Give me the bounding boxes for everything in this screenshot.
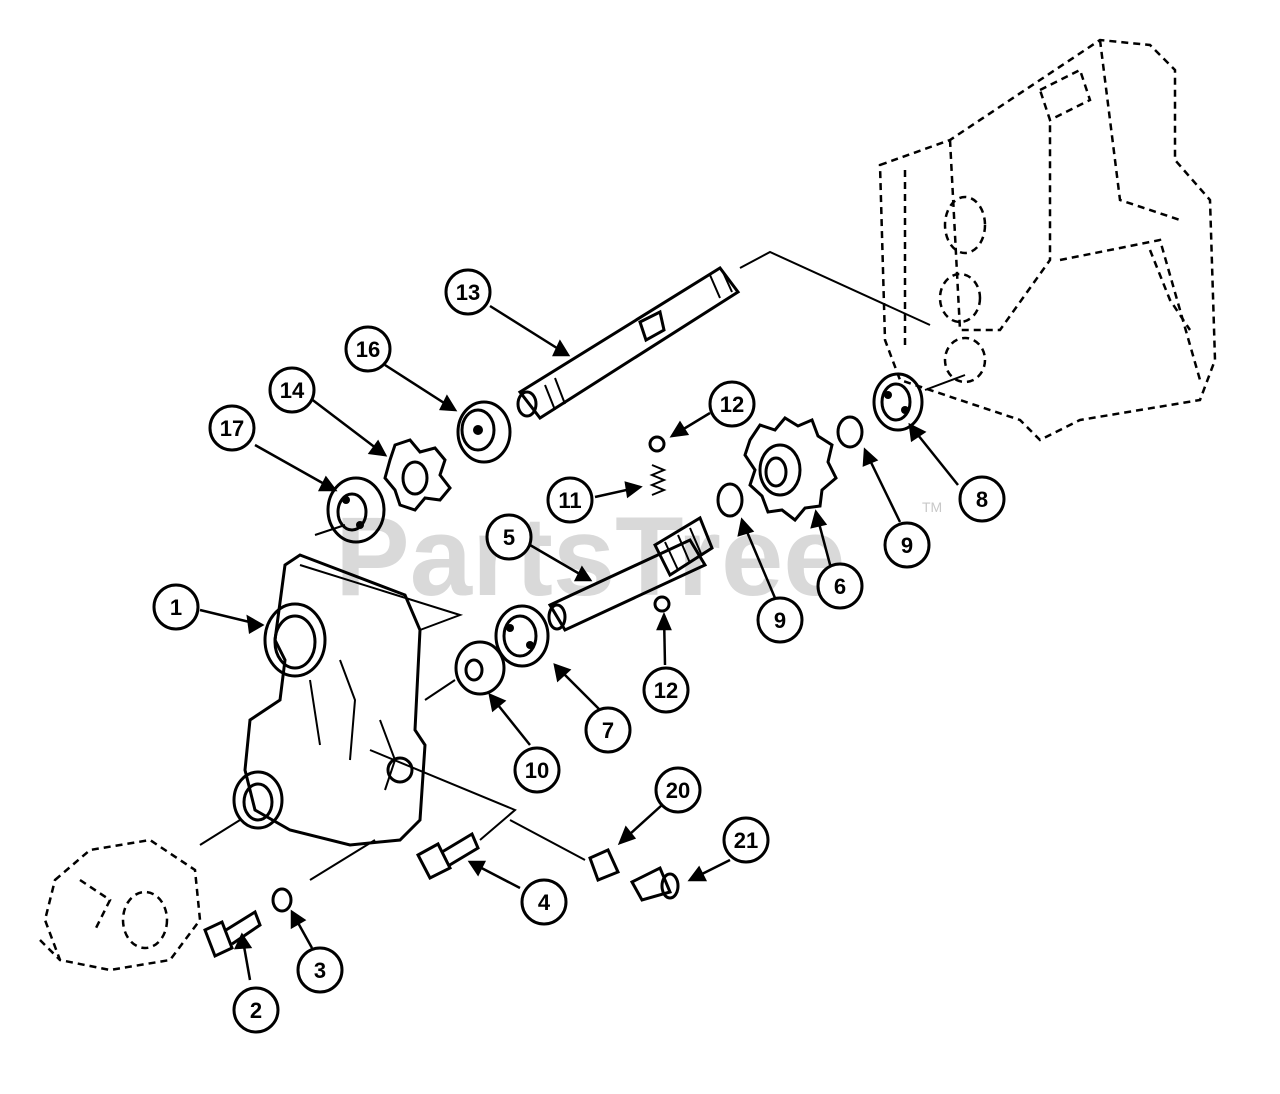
svg-text:16: 16 (356, 337, 380, 362)
sprocket-6 (743, 416, 838, 523)
callout-5: 5 (485, 513, 533, 561)
screw-21 (629, 865, 680, 902)
callout-10: 10 (513, 746, 561, 794)
svg-text:11: 11 (558, 488, 581, 513)
svg-text:12: 12 (654, 678, 678, 703)
svg-text:1: 1 (170, 595, 182, 620)
svg-text:8: 8 (976, 487, 988, 512)
callout-9a: 9 (756, 596, 804, 644)
callout-11: 11 (546, 476, 594, 524)
svg-text:20: 20 (666, 778, 690, 803)
callout-7: 7 (584, 706, 632, 754)
callout-20: 20 (654, 766, 702, 814)
svg-text:6: 6 (834, 574, 846, 599)
hub-assembly (39, 819, 241, 972)
detent-spring (648, 435, 671, 613)
svg-text:17: 17 (220, 416, 244, 441)
svg-text:10: 10 (525, 758, 549, 783)
svg-text:9: 9 (774, 608, 786, 633)
svg-text:3: 3 (314, 958, 326, 983)
callout-21: 21 (722, 816, 770, 864)
watermark-trademark: TM (922, 499, 942, 515)
svg-text:2: 2 (250, 998, 262, 1023)
callout-9b: 9 (883, 521, 931, 569)
callout-6: 6 (816, 562, 864, 610)
svg-text:7: 7 (602, 718, 614, 743)
seal-10 (424, 640, 506, 701)
callout-14: 14 (268, 366, 316, 414)
snap-ring-a (716, 482, 744, 518)
callout-4: 4 (520, 878, 568, 926)
svg-text:14: 14 (280, 378, 305, 403)
callout-12a: 12 (708, 380, 756, 428)
bearing-7 (494, 604, 550, 668)
plate-20 (509, 819, 621, 882)
svg-text:21: 21 (734, 828, 758, 853)
snap-ring-b (836, 415, 864, 449)
callout-3: 3 (296, 946, 344, 994)
svg-text:4: 4 (538, 890, 551, 915)
drive-shaft (516, 250, 931, 421)
callout-8: 8 (958, 475, 1006, 523)
watermark-text: PartsTree (335, 494, 846, 619)
callout-12b: 12 (642, 666, 690, 714)
svg-text:5: 5 (503, 525, 515, 550)
gear-14 (383, 438, 452, 512)
bolt-2 (203, 909, 262, 959)
callout-17: 17 (208, 404, 256, 452)
bearing-8 (872, 372, 966, 432)
gear-case-housing (232, 524, 464, 847)
leader-arrows (199, 304, 959, 981)
callout-2: 2 (232, 986, 280, 1034)
bolt-4 (369, 749, 517, 881)
callout-13: 13 (444, 268, 492, 316)
svg-text:13: 13 (456, 280, 480, 305)
svg-text:12: 12 (720, 392, 744, 417)
callout-1: 1 (152, 583, 200, 631)
svg-text:9: 9 (901, 533, 913, 558)
washer-3 (271, 839, 376, 913)
bearing-16 (456, 400, 512, 464)
transmission-housing (878, 38, 1217, 442)
output-shaft (547, 515, 714, 632)
callout-16: 16 (344, 325, 392, 373)
bearing-17 (326, 476, 386, 544)
